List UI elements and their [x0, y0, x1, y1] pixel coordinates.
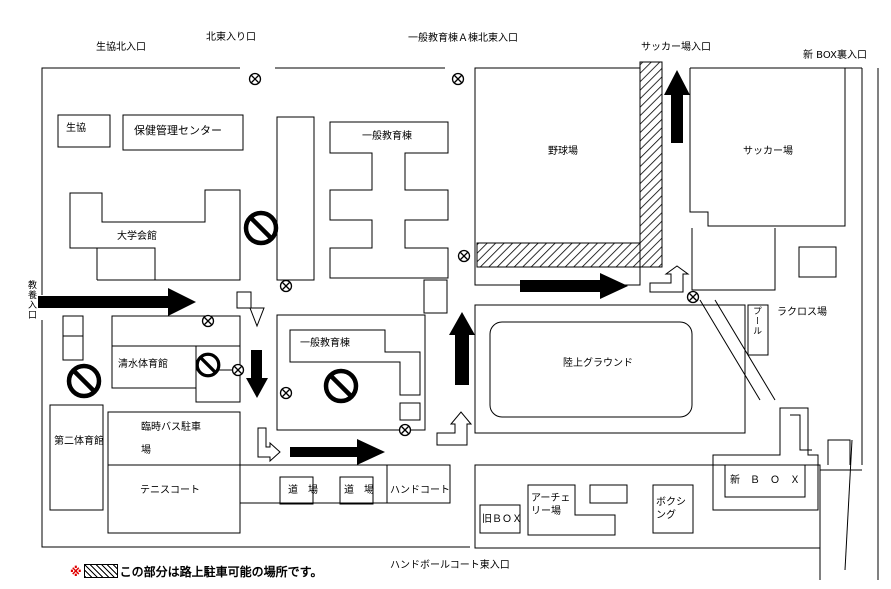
label-temp-bus-parking-2: 場 — [141, 445, 151, 456]
label-general-bldg-a-ne-entrance: 一般教育棟Ａ棟北東入口 — [408, 33, 518, 44]
outline-arrows — [236, 265, 690, 463]
label-archery: アーチェリー場 — [531, 493, 571, 517]
parking-note: ※ この部分は路上駐車可能の場所です。 — [70, 563, 322, 580]
label-university-hall: 大学会館 — [117, 231, 157, 242]
label-boxing: ボクシング — [656, 497, 686, 521]
label-faculty-entrance: 教養入口 — [26, 280, 36, 320]
label-health-center: 保健管理センター — [134, 124, 222, 137]
label-general-bldg-2: 一般教育棟 — [300, 338, 350, 349]
label-handball-court: ハンドコート — [390, 485, 450, 496]
label-new-box-back-entrance: 新 BOX裏入口 — [803, 50, 867, 61]
parking-zone-vertical — [639, 61, 663, 268]
label-lacrosse: ラクロス場 — [777, 307, 827, 318]
label-soccer: サッカー場 — [743, 146, 793, 157]
label-seikyo-north-entrance: 生協北入口 — [96, 42, 146, 53]
label-second-gym: 第二体育館 — [54, 436, 104, 447]
label-dojo-2: 道 場 — [344, 485, 374, 496]
label-baseball: 野球場 — [548, 146, 578, 157]
buildings — [49, 67, 846, 549]
label-seikyo: 生協 — [66, 123, 86, 134]
label-old-box: 旧ＢＯＸ — [482, 514, 522, 525]
label-north-east-entrance: 北東入り口 — [206, 32, 256, 43]
label-dojo-1: 道 場 — [288, 485, 318, 496]
note-mark: ※ — [70, 565, 82, 579]
label-athletics-ground: 陸上グラウンド — [563, 358, 633, 369]
hatch-swatch — [83, 564, 118, 578]
solid-arrows — [38, 70, 690, 465]
label-general-bldg-1: 一般教育棟 — [362, 131, 412, 142]
note-text: この部分は路上駐車可能の場所です。 — [119, 565, 323, 579]
label-shimizu-gym: 清水体育館 — [118, 359, 168, 370]
parking-zone-horizontal — [476, 242, 641, 268]
label-temp-bus-parking-1: 臨時バス駐車 — [141, 422, 201, 433]
label-new-box: 新 Ｂ Ｏ Ｘ — [730, 475, 800, 486]
label-pool: プール — [751, 306, 761, 336]
label-handball-east-entrance: ハンドボールコート東入口 — [390, 560, 510, 571]
label-soccer-entrance: サッカー場入口 — [641, 42, 711, 53]
label-tennis-court: テニスコート — [140, 485, 200, 496]
